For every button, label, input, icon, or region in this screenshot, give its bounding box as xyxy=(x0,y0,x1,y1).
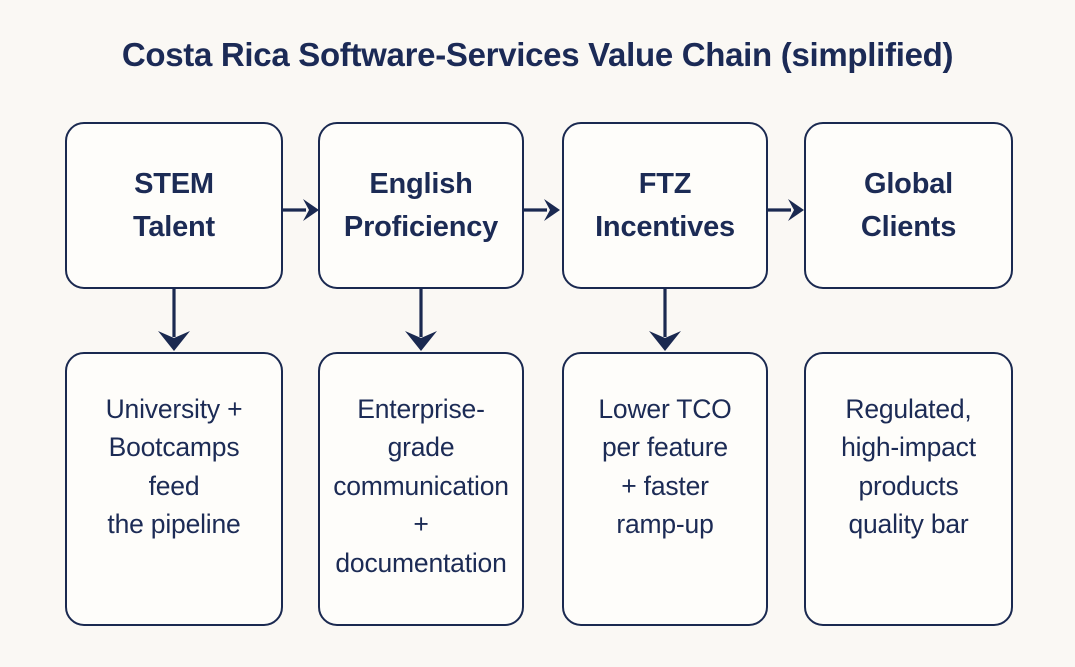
detail-text: Enterprise- grade communication + docume… xyxy=(333,394,509,578)
stage-label: FTZ Incentives xyxy=(595,168,735,243)
detail-box-university-bootcamps: University + Bootcamps feed the pipeline xyxy=(65,352,283,626)
arrow-right-icon xyxy=(524,198,560,222)
stage-box-global-clients: Global Clients xyxy=(804,122,1013,289)
stage-label: Global Clients xyxy=(860,168,957,243)
arrow-down-icon xyxy=(157,289,191,352)
arrow-down-icon xyxy=(648,289,682,352)
stage-box-ftz-incentives: FTZ Incentives xyxy=(562,122,768,289)
detail-text: Regulated, high-impact products quality … xyxy=(841,394,976,540)
stage-box-stem-talent: STEM Talent xyxy=(65,122,283,289)
detail-box-regulated-products: Regulated, high-impact products quality … xyxy=(804,352,1013,626)
diagram-title: Costa Rica Software-Services Value Chain… xyxy=(121,36,954,73)
arrow-down-icon xyxy=(404,289,438,352)
stage-label: STEM Talent xyxy=(132,168,216,243)
detail-text: University + Bootcamps feed the pipeline xyxy=(105,394,243,540)
stage-label: English Proficiency xyxy=(343,168,499,243)
detail-box-lower-tco: Lower TCO per feature + faster ramp-up xyxy=(562,352,768,626)
arrow-right-icon xyxy=(283,198,319,222)
detail-box-enterprise-communication: Enterprise- grade communication + docume… xyxy=(318,352,524,626)
arrow-right-icon xyxy=(768,198,804,222)
stage-box-english-proficiency: English Proficiency xyxy=(318,122,524,289)
detail-text: Lower TCO per feature + faster ramp-up xyxy=(598,394,732,540)
